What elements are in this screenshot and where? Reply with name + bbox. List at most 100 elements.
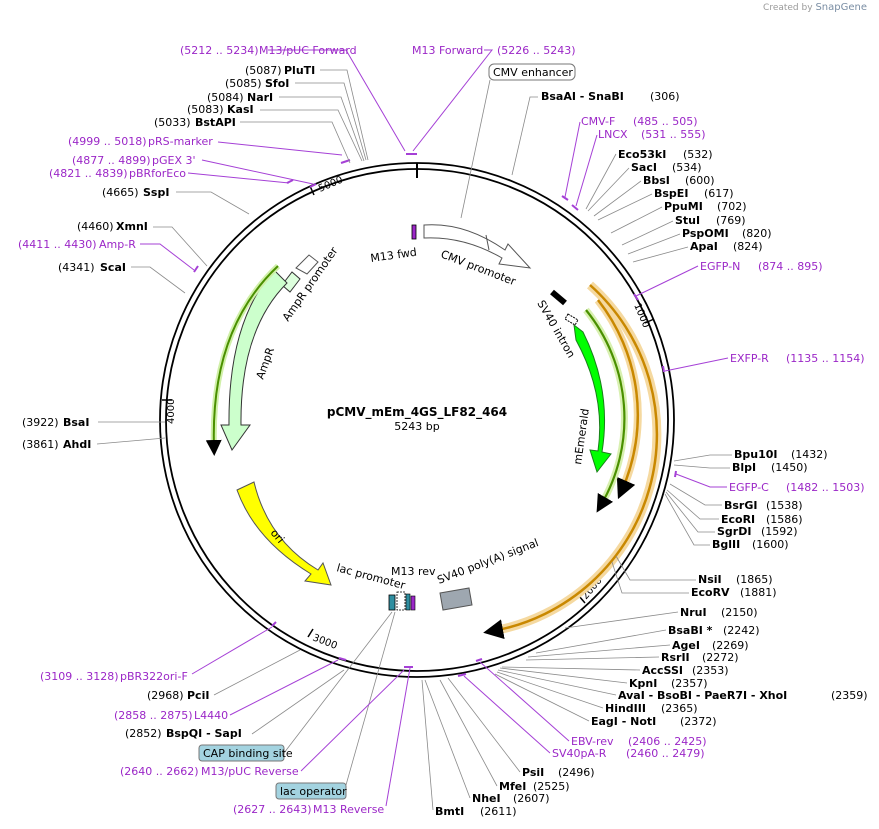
feature-mEmerald [573, 323, 612, 474]
site-pos-bsai: (3922) [22, 416, 59, 429]
site-bglii: BglII [712, 538, 740, 551]
primer-range-m13puc-reverse: (2640 .. 2662) [120, 765, 199, 778]
primer-sv40pa-r: SV40pA-R [552, 747, 607, 760]
site-bpu10i: Bpu10I [734, 448, 778, 461]
feature-m13-rev [410, 595, 416, 611]
site-pos-ecorv: (1881) [740, 586, 777, 599]
primer-range-m13puc-forward: (5212 .. 5234) [180, 44, 259, 57]
site-saci: SacI [631, 161, 657, 174]
label-sv40-polya: SV40 poly(A) signal [435, 536, 540, 587]
site-eco53ki: Eco53kI [618, 148, 666, 161]
site-xmni: XmnI [116, 220, 148, 233]
primer-amp-r: Amp-R [99, 238, 136, 251]
site-pos-nrui: (2150) [721, 606, 758, 619]
site-agei: AgeI [672, 639, 700, 652]
site-rsrii: RsrII [661, 651, 690, 664]
site-blpi: BlpI [732, 461, 756, 474]
primer-m13puc-forward: M13/pUC Forward [259, 44, 357, 57]
feature-ori [236, 481, 332, 586]
left-top-labels: (5212 .. 5234) M13/pUC Forward (5087) Pl… [18, 44, 406, 451]
site-pos-bsrgi: (1538) [766, 499, 803, 512]
site-pos-eagi: (2372) [680, 715, 717, 728]
site-pcii: PciI [187, 689, 209, 702]
site-pos-bmti: (2611) [480, 805, 517, 818]
site-pos-kpni: (2357) [671, 677, 708, 690]
site-pos-hindiii: (2365) [661, 702, 698, 715]
site-pos-bbsi: (600) [685, 174, 715, 187]
label-cmv-enhancer: CMV enhancer [493, 66, 573, 79]
right-labels: CMV-F (485 .. 505) LNCX (531 .. 555) Eco… [463, 115, 868, 760]
plasmid-name: pCMV_mEm_4GS_LF82_464 [327, 405, 507, 420]
label-sv40-intron: SV40 intron [534, 298, 577, 360]
site-pos-sspi: (4665) [102, 186, 139, 199]
site-scai: ScaI [100, 261, 126, 274]
boxed-cmv-enhancer [488, 63, 576, 81]
feature-cap-site [388, 594, 396, 611]
primer-lncx: LNCX [598, 128, 628, 141]
feature-cmv-promoter [423, 224, 532, 269]
snapgene-credit: Created by SnapGene [763, 2, 867, 13]
site-bspei: BspEI [654, 187, 688, 200]
site-nsii: NsiI [698, 573, 722, 586]
primer-range-sv40pa-r: (2460 .. 2479) [626, 747, 705, 760]
site-pos-pspomi: (820) [742, 227, 772, 240]
site-pos-ppumi: (702) [717, 200, 747, 213]
feature-sv40-intron [564, 313, 579, 326]
boxed-cap-binding-site[interactable] [198, 744, 285, 762]
primer-range-m13-reverse: (2627 .. 2643) [233, 803, 312, 816]
feature-lac-operator [405, 593, 411, 611]
primer-range-egfp-c: (1482 .. 1503) [786, 481, 865, 494]
site-accssi: AccSSI [642, 664, 683, 677]
site-bsai: BsaI [63, 416, 89, 429]
label-lac-operator: lac operator [280, 785, 347, 798]
primer-range-lncx: (531 .. 555) [641, 128, 706, 141]
feature-m13-fwd [411, 224, 417, 240]
primer-prs-marker: pRS-marker [148, 135, 213, 148]
primer-pgex3: pGEX 3' [152, 154, 196, 167]
site-pos-stui: (769) [716, 214, 746, 227]
site-pos-bsabi: (2242) [723, 624, 760, 637]
primer-range-pbrforeco: (4821 .. 4839) [49, 167, 128, 180]
primer-exfp-r: EXFP-R [730, 352, 769, 365]
site-ecori: EcoRI [721, 513, 755, 526]
feature-sv40-polya [439, 587, 473, 611]
site-pos-bsaai: (306) [650, 90, 680, 103]
site-pos-avai: (2359) [831, 689, 868, 702]
site-pos-ecori: (1586) [766, 513, 803, 526]
site-pos-rsrii: (2272) [702, 651, 739, 664]
primer-range-prs-marker: (4999 .. 5018) [68, 135, 147, 148]
site-ppumi: PpuMI [664, 200, 703, 213]
site-pos-bspqi: (2852) [125, 727, 162, 740]
site-pos-nhei: (2607) [513, 792, 550, 805]
primer-m13-forward: M13 Forward [412, 44, 483, 57]
site-psii: PsiI [522, 766, 544, 779]
primer-range-cmv-f: (485 .. 505) [633, 115, 698, 128]
site-pos-bspei: (617) [704, 187, 734, 200]
site-pos-kasi: (5083) [187, 103, 224, 116]
site-pos-sfoi: (5085) [225, 77, 262, 90]
site-ahdi: AhdI [63, 438, 91, 451]
boxed-lac-operator[interactable] [275, 782, 347, 800]
site-pos-xmni: (4460) [77, 220, 114, 233]
primer-m13puc-reverse: M13/pUC Reverse [201, 765, 299, 778]
site-pos-nari: (5084) [207, 91, 244, 104]
label-ampr: AmpR [254, 345, 278, 381]
site-pos-ahdi: (3861) [22, 438, 59, 451]
primer-range-amp-r: (4411 .. 4430) [18, 238, 97, 251]
site-pos-nsii: (1865) [736, 573, 773, 586]
site-hindiii: HindIII [605, 702, 646, 715]
site-stui: StuI [675, 214, 700, 227]
site-pos-sgrdi: (1592) [761, 525, 798, 538]
site-bstapi: BstAPI [195, 116, 236, 129]
site-pos-pcii: (2968) [147, 689, 184, 702]
site-ecorv: EcoRV [691, 586, 730, 599]
site-avai-group: AvaI - BsoBI - PaeR7I - XhoI [618, 689, 787, 702]
site-pos-scai: (4341) [58, 261, 95, 274]
label-cap-binding-site: CAP binding site [203, 747, 293, 760]
primer-range-egfp-n: (874 .. 895) [758, 260, 823, 273]
site-nhei: NheI [472, 792, 501, 805]
tick-4000: 4000 [166, 399, 177, 424]
primer-pbrforeco: pBRforEco [129, 167, 186, 180]
primer-range-exfp-r: (1135 .. 1154) [786, 352, 865, 365]
